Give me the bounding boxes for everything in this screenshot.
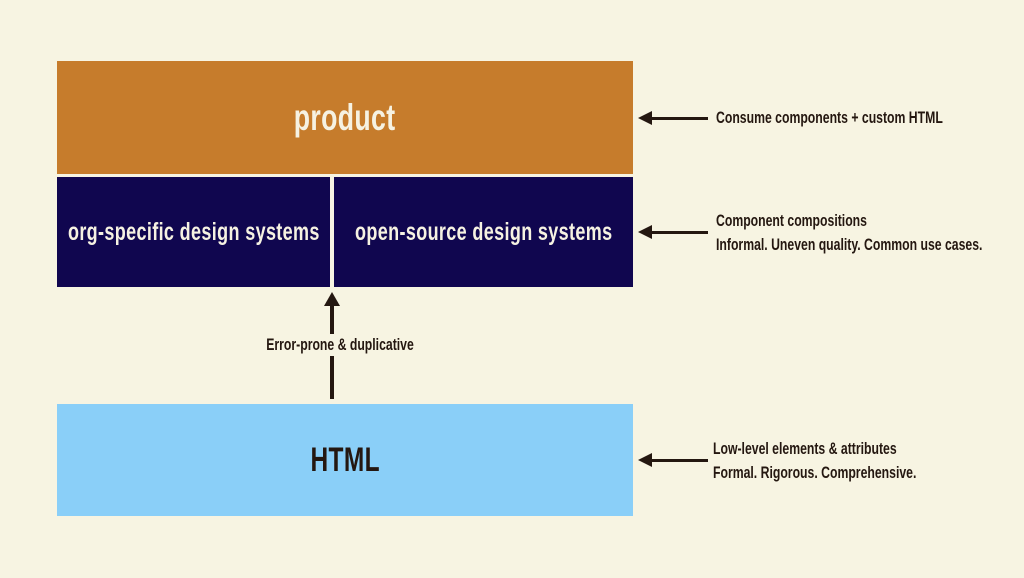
arrowhead-left-icon — [638, 225, 652, 239]
html-annotation-arrow — [638, 452, 708, 468]
open-design-systems-label: open-source design systems — [354, 217, 613, 246]
design-systems-annotation-arrow — [638, 224, 708, 240]
arrow-stem — [652, 458, 708, 462]
org-design-systems-layer: org-specific design systems — [57, 177, 330, 287]
product-note-line1: Consume components + custom HTML — [716, 108, 943, 127]
arrow-stem — [652, 230, 708, 234]
design-systems-note: Component compositions Informal. Uneven … — [716, 209, 982, 257]
design-systems-note-line1: Component compositions — [716, 211, 867, 230]
product-label: product — [294, 96, 396, 138]
product-note: Consume components + custom HTML — [716, 106, 943, 130]
product-annotation-arrow — [638, 110, 708, 126]
arrowhead-left-icon — [638, 453, 652, 467]
html-note-line1: Low-level elements & attributes — [713, 439, 897, 458]
error-prone-label: Error-prone & duplicative — [261, 334, 419, 356]
html-layer: HTML — [57, 404, 633, 516]
arrowhead-up-icon — [324, 292, 340, 306]
product-layer: product — [57, 61, 633, 174]
html-note: Low-level elements & attributes Formal. … — [713, 437, 916, 485]
arrow-stem — [652, 116, 708, 120]
open-design-systems-layer: open-source design systems — [334, 177, 633, 287]
org-design-systems-label: org-specific design systems — [67, 217, 320, 246]
html-label: HTML — [310, 440, 380, 479]
design-systems-note-line2: Informal. Uneven quality. Common use cas… — [716, 235, 983, 254]
html-note-line2: Formal. Rigorous. Comprehensive. — [713, 463, 917, 482]
arrowhead-left-icon — [638, 111, 652, 125]
